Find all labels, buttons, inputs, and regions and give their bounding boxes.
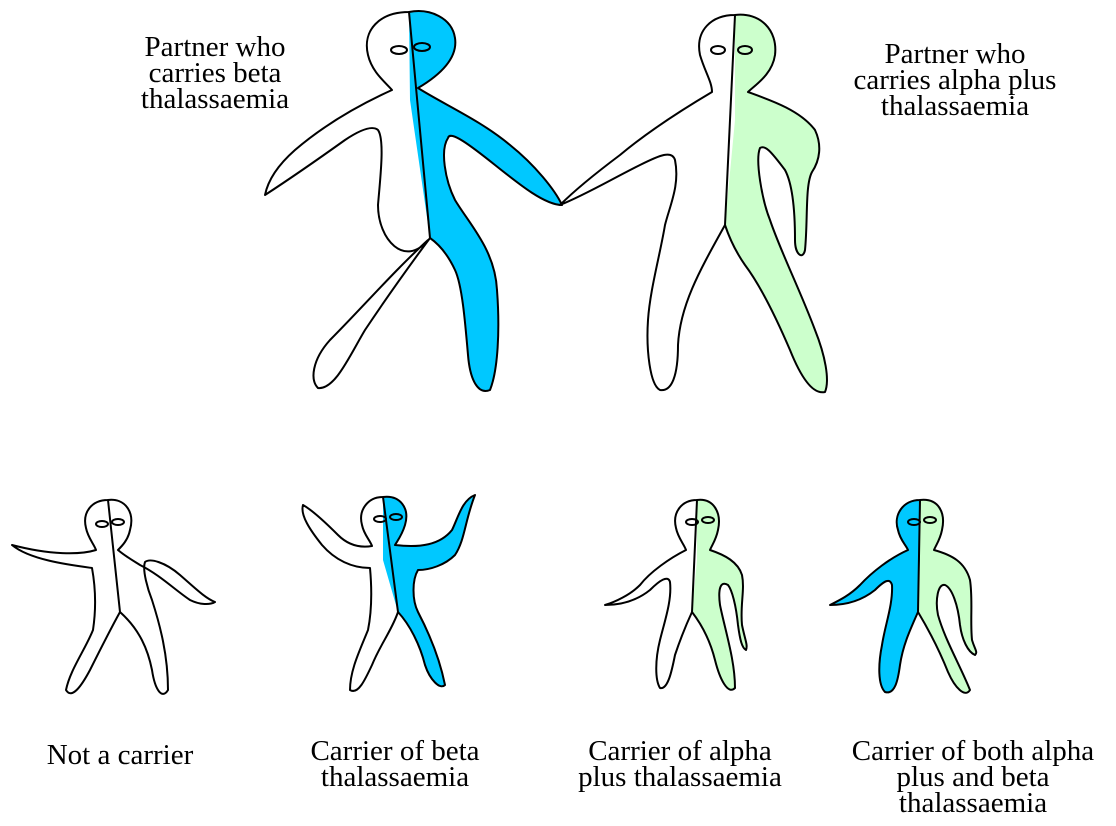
child-both-carrier-figure bbox=[830, 500, 976, 693]
child-2-label-line-2: thalassaemia bbox=[280, 764, 510, 790]
child-4-right-half bbox=[918, 500, 976, 693]
child-alpha-carrier-figure bbox=[605, 500, 747, 690]
partner-alpha-figure bbox=[560, 15, 827, 393]
child-3-label-line-2: plus thalassaemia bbox=[555, 764, 805, 790]
child-both-carrier-label: Carrier of both alpha plus and beta thal… bbox=[838, 738, 1108, 816]
partner-alpha-right-half bbox=[725, 15, 827, 393]
child-beta-carrier-figure bbox=[302, 495, 475, 691]
child-1-label-line-1: Not a carrier bbox=[20, 742, 220, 768]
child-beta-carrier-label: Carrier of beta thalassaemia bbox=[280, 738, 510, 790]
child-not-carrier-figure bbox=[12, 500, 215, 694]
partner-beta-right-half bbox=[409, 11, 562, 391]
partner-alpha-label-line-3: thalassaemia bbox=[825, 93, 1085, 119]
child-1-right-half bbox=[108, 500, 215, 694]
child-2-right-half bbox=[383, 495, 475, 686]
child-1-left-half bbox=[12, 500, 120, 693]
child-not-carrier-label: Not a carrier bbox=[20, 742, 220, 768]
child-4-left-half bbox=[830, 500, 920, 692]
partner-beta-label: Partner who carries beta thalassaemia bbox=[100, 34, 330, 112]
child-4-label-line-3: thalassaemia bbox=[838, 790, 1108, 816]
child-alpha-carrier-label: Carrier of alpha plus thalassaemia bbox=[555, 738, 805, 790]
partner-alpha-label: Partner who carries alpha plus thalassae… bbox=[825, 41, 1085, 119]
child-3-left-half bbox=[605, 500, 697, 688]
partner-beta-label-line-3: thalassaemia bbox=[100, 86, 330, 112]
